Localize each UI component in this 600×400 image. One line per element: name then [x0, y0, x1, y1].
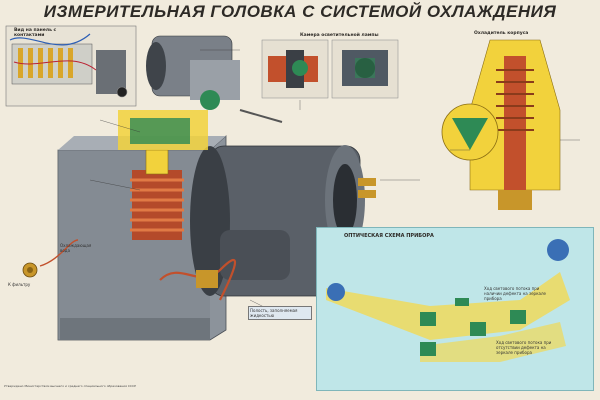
water-line — [39, 239, 79, 267]
upper-head-assembly — [118, 35, 283, 150]
cap-cooler-label: Охладитель корпуса — [474, 31, 529, 36]
optics-title: ОПТИЧЕСКАЯ СХЕМА ПРИБОРА — [344, 233, 434, 239]
beam-note-no-defect: Ход светового потока при отсутствии дефе… — [496, 340, 552, 355]
water-connection-label: К фильтру — [8, 282, 31, 287]
chamber-label: Камера осветительной лампы — [300, 33, 379, 38]
footer-note: Утверждено Министерством высшего и средн… — [4, 384, 136, 388]
water-fitting — [22, 262, 38, 278]
beam-note-defect: Ход светового потока при наличии дефекта… — [484, 286, 546, 301]
copper-coil — [130, 149, 184, 240]
optics-panel — [316, 227, 594, 391]
brass-fittings — [196, 178, 376, 288]
fluid-cavity-callout: Полость, заполняемая жидкостью — [248, 306, 312, 320]
lamp-chamber-inset — [261, 39, 399, 99]
cooling-tube — [159, 259, 237, 301]
leader-lines — [89, 49, 580, 311]
poster-title: ИЗМЕРИТЕЛЬНАЯ ГОЛОВКА С СИСТЕМОЙ ОХЛАЖДЕ… — [43, 2, 557, 21]
cooling-water-label: Охлаждающая вода — [60, 243, 92, 253]
cap-cooler-inset — [441, 39, 561, 210]
panel-view-label: Вид на панель с контактами — [14, 28, 57, 38]
contact-panel-inset — [5, 25, 137, 107]
